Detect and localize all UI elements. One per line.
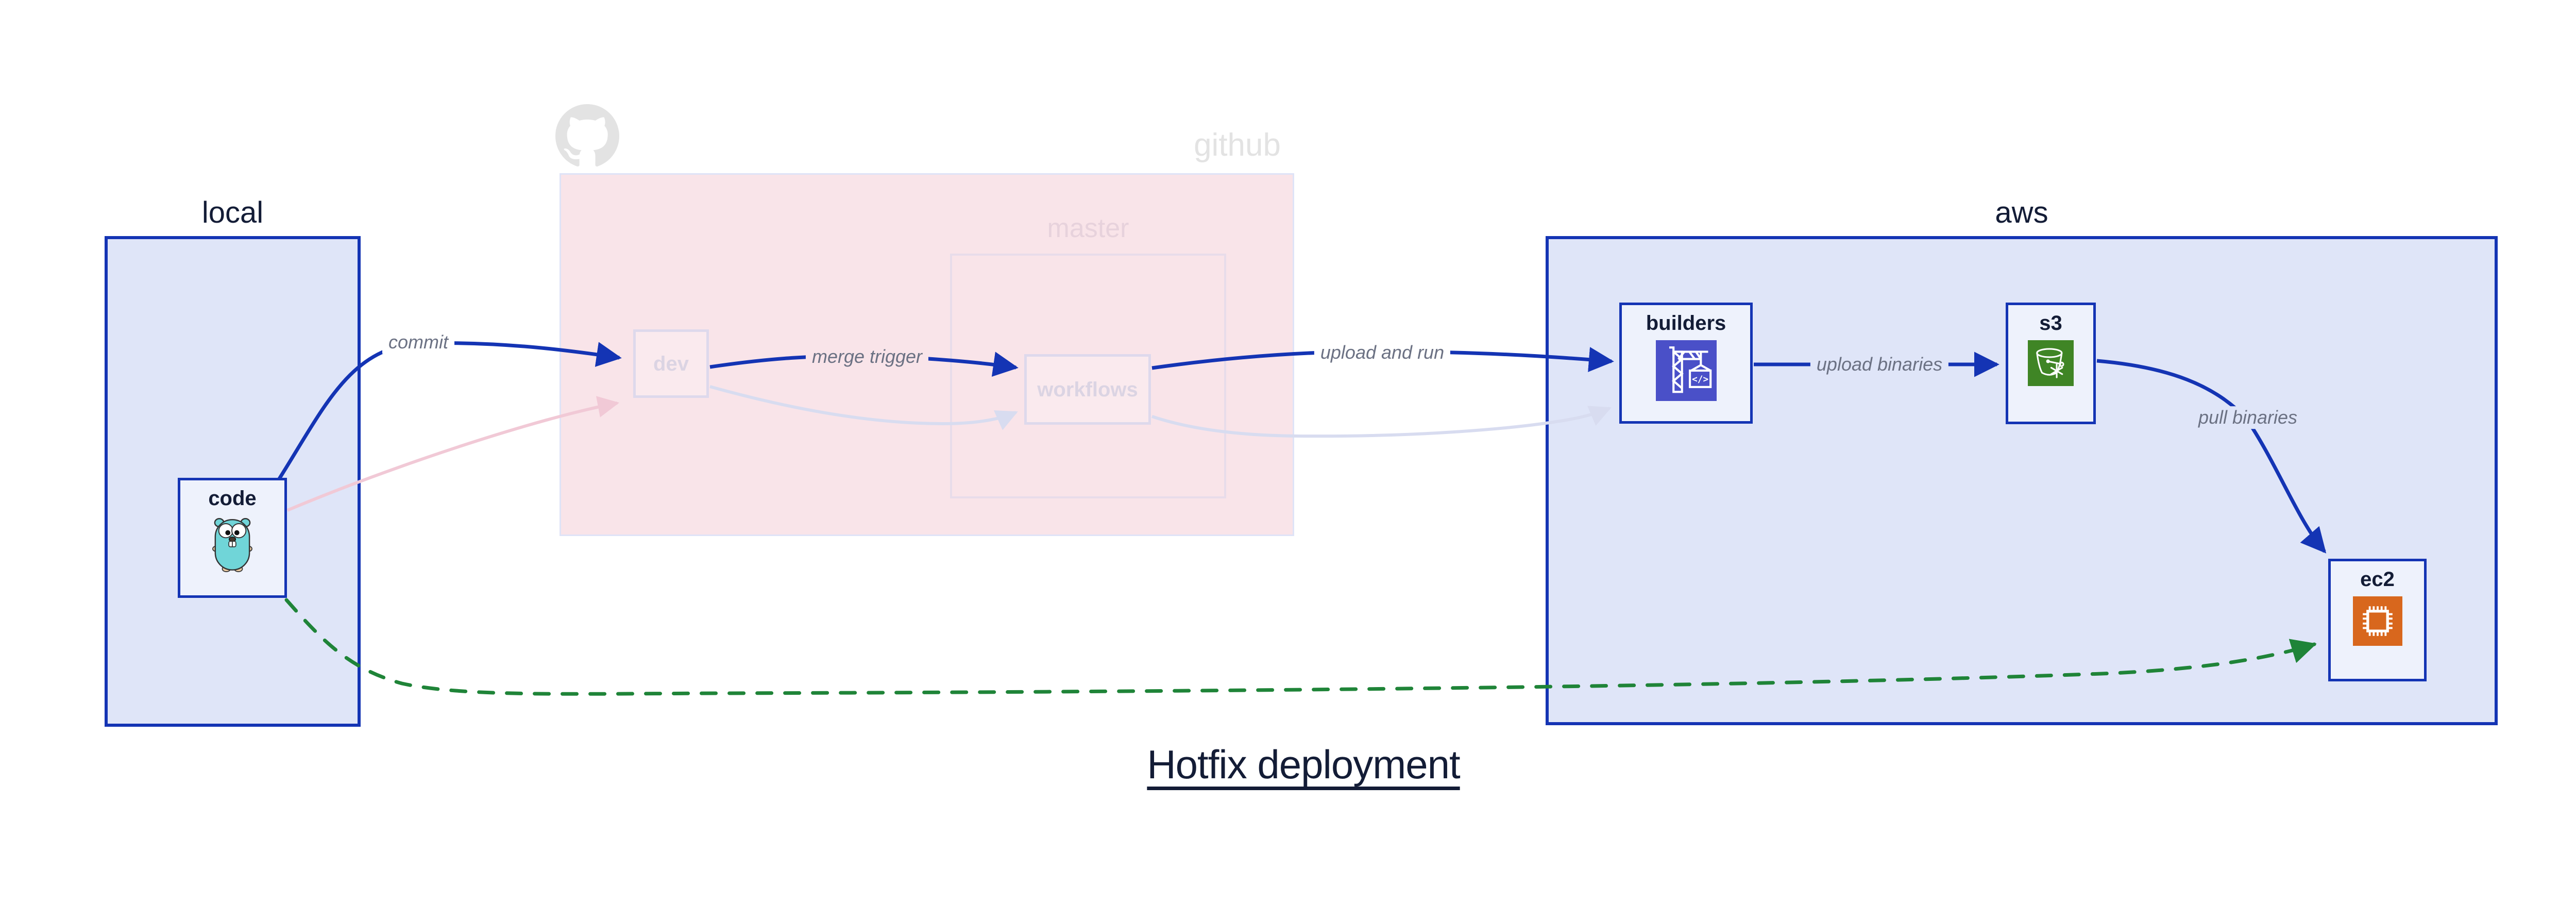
github-group-label: github	[1194, 127, 1281, 163]
node-dev: dev	[633, 329, 709, 398]
code-node-label: code	[208, 487, 257, 510]
edge-label-upload-binaries: upload binaries	[1810, 353, 1949, 376]
dev-node-label: dev	[653, 352, 689, 375]
master-group-box	[950, 254, 1226, 498]
builders-node-label: builders	[1646, 312, 1726, 335]
node-ec2: ec2	[2328, 559, 2427, 681]
edge-label-merge-trigger: merge trigger	[805, 345, 929, 368]
edge-label-upload-and-run: upload and run	[1314, 341, 1451, 364]
edge-label-pull-binaries: pull binaries	[2192, 406, 2304, 429]
diagram-title: Hotfix deployment	[1147, 742, 1460, 787]
edge-label-commit: commit	[382, 331, 454, 354]
ec2-chip-icon	[2352, 596, 2402, 648]
aws-group-label: aws	[1995, 196, 2048, 229]
github-octocat-icon	[555, 104, 619, 171]
node-builders: builders </>	[1619, 303, 1753, 424]
go-gopher-icon	[212, 515, 252, 575]
codebuild-crane-icon: </>	[1655, 340, 1717, 404]
workflows-node-label: workflows	[1037, 378, 1138, 401]
ec2-node-label: ec2	[2360, 568, 2395, 591]
node-workflows: workflows	[1024, 354, 1151, 425]
svg-text:</>: </>	[1692, 374, 1708, 385]
s3-glacier-bucket-icon	[2028, 340, 2074, 389]
s3-node-label: s3	[2039, 312, 2062, 335]
node-s3: s3	[2006, 303, 2096, 424]
local-group-label: local	[201, 196, 264, 229]
node-code: code	[178, 478, 287, 598]
master-group-label: master	[1047, 213, 1129, 243]
